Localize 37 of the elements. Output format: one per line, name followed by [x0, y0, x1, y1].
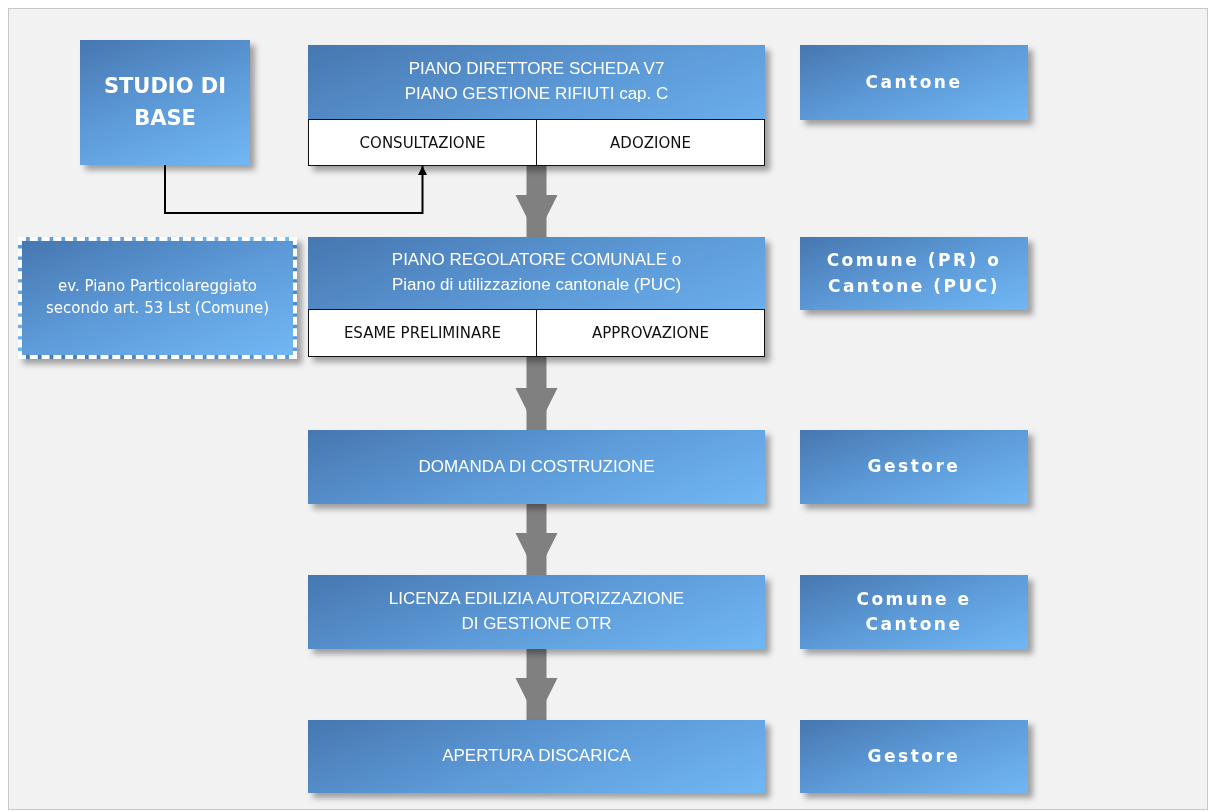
box-label: PIANO DIRETTORE SCHEDA V7 PIANO GESTIONE RIFIUTI cap. C	[403, 58, 670, 105]
step-cell	[536, 119, 765, 166]
process-box	[308, 237, 765, 357]
box-label: ev. Piano Particolareggiato secondo art. 53 Lst (Comune)	[44, 276, 271, 319]
box-label: ESAME PRELIMINARE	[343, 324, 502, 342]
block-arrow	[515, 357, 558, 430]
process-box	[308, 45, 765, 166]
process-box	[308, 430, 765, 504]
box-label: STUDIO DI BASE	[102, 73, 228, 132]
block-arrow	[515, 504, 558, 575]
box-label: Gestore	[866, 455, 962, 479]
box-label: Comune (PR) o Cantone (PUC)	[825, 249, 1003, 298]
box-label: APPROVAZIONE	[591, 324, 710, 342]
box-label: DOMANDA DI COSTRUZIONE	[417, 455, 656, 478]
optional-box	[18, 237, 297, 359]
box-label: Cantone	[864, 70, 964, 94]
box-label: PIANO REGOLATORE COMUNALE o Piano di utilizzazione cantonale (PUC)	[390, 249, 683, 296]
step-cell	[536, 309, 765, 357]
block-arrow	[515, 166, 558, 237]
process-box	[308, 720, 765, 793]
connector-arrow	[164, 164, 427, 214]
actor-box	[800, 430, 1028, 504]
box-label: Comune e Cantone	[855, 587, 973, 636]
step-cell	[308, 309, 537, 357]
process-box	[308, 575, 765, 649]
actor-box	[800, 575, 1028, 649]
process-box	[80, 40, 250, 165]
step-cell	[308, 119, 537, 166]
box-label: ADOZIONE	[610, 133, 691, 152]
box-label: APERTURA DISCARICA	[441, 745, 632, 768]
box-label: LICENZA EDILIZIA AUTORIZZAZIONE DI GESTIONE OTR	[387, 588, 686, 635]
box-label: Gestore	[866, 744, 962, 768]
box-label: CONSULTAZIONE	[359, 133, 486, 152]
block-arrow	[515, 649, 558, 720]
actor-box	[800, 720, 1028, 793]
actor-box	[800, 237, 1028, 310]
actor-box	[800, 45, 1028, 120]
